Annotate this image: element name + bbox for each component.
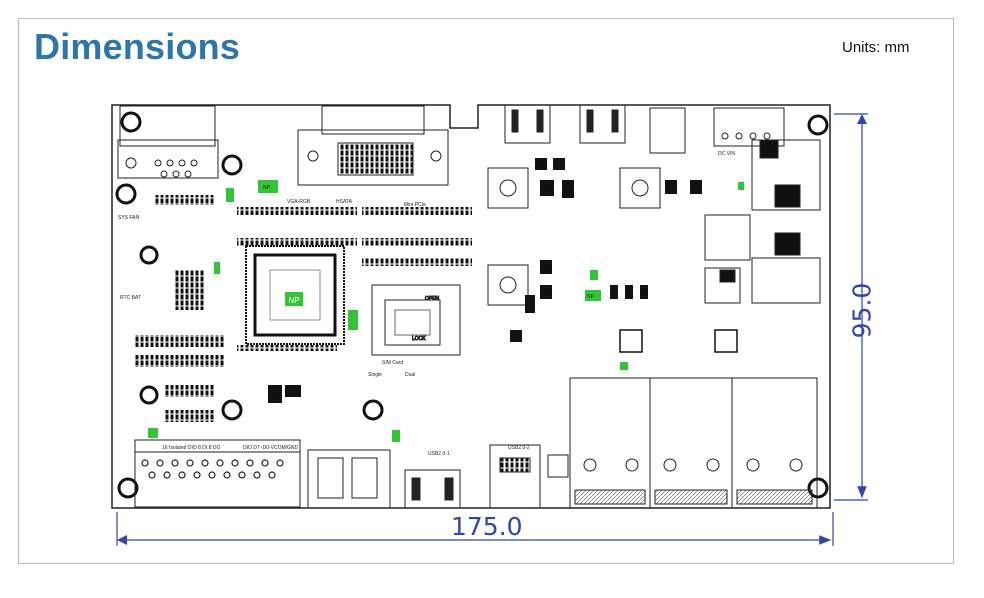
sim-socket: OPEN LOCK — [371, 284, 461, 356]
svg-text:OPEN: OPEN — [425, 296, 440, 302]
single-label: Single — [368, 372, 382, 378]
vga-rgb-label: VGA-RGB — [287, 199, 311, 205]
dc-vin-label: DC VIN — [718, 151, 735, 157]
usb-top-connectors — [504, 104, 785, 154]
width-dimension — [116, 512, 834, 546]
width-dimension-label: 175.0 — [451, 512, 523, 541]
bottom-connectors — [307, 444, 569, 509]
misc-ics — [268, 158, 738, 403]
dio-label: 16 Isolated DIO 8 DI,8 DO — [162, 445, 220, 451]
rtc-bat-label: RTC BAT — [120, 295, 141, 301]
np-pads — [148, 180, 744, 442]
usb1-label: USB2.0-1 — [428, 451, 450, 457]
vga-connector — [297, 105, 449, 186]
sim-card-label: SIM Card — [382, 360, 403, 366]
board-labels: NP NP 16 Isolated DIO 8 DI,8 DO DIO D7~D… — [118, 151, 735, 457]
sys-fan-label: SYS FAN — [118, 215, 140, 221]
dio-vcom-label: DIO D7~D0-VCOM/GND — [243, 445, 299, 451]
soc-chip: NP — [245, 245, 345, 345]
height-dimension-label: 95.0 — [847, 282, 877, 339]
svg-text:NP: NP — [288, 296, 299, 305]
np-label: NP — [263, 185, 271, 191]
hsata-label: HSATA — [336, 199, 353, 205]
np-label: NP — [587, 294, 595, 300]
rj45-connectors — [569, 377, 818, 509]
dio-terminal — [134, 439, 301, 508]
page-title: Dimensions — [34, 26, 241, 67]
pin-headers — [135, 195, 472, 422]
dual-label: Dual — [405, 372, 415, 378]
usb2-label: USB2.0-2 — [508, 445, 530, 451]
svg-text:LOCK: LOCK — [412, 336, 426, 342]
minipcie-label: Mini-PCIe — [404, 202, 426, 208]
units-label: Units: mm — [842, 39, 910, 56]
power-section — [487, 139, 821, 306]
db9-connector — [117, 105, 219, 179]
height-dimension — [834, 113, 868, 501]
mounting-holes — [115, 111, 829, 499]
